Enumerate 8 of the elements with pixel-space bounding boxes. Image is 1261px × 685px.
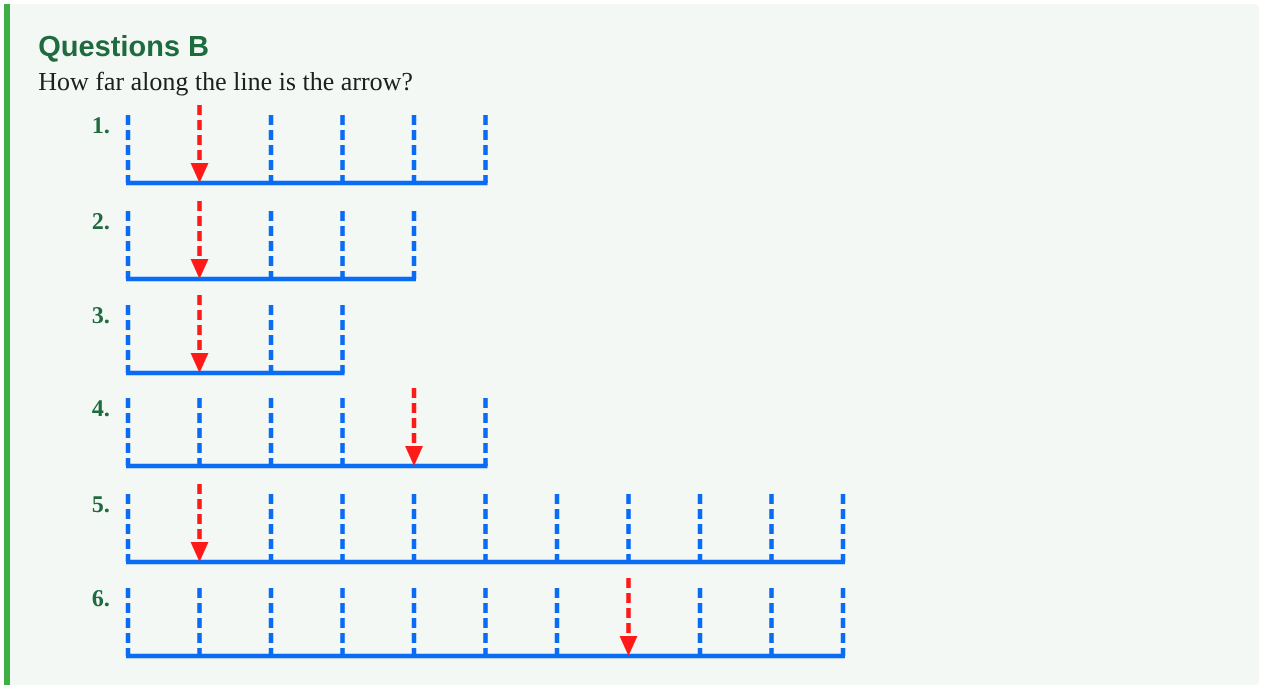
question-number: 1. (93, 117, 109, 134)
heading: Questions B (39, 34, 208, 62)
question-number: 4. (92, 400, 109, 417)
question-number: 5. (92, 496, 109, 513)
question-number: 2. (92, 213, 109, 230)
instruction-text: How far along the line is the arrow? (38, 71, 412, 96)
question-number: 6. (92, 590, 109, 607)
question-number: 3. (92, 307, 109, 324)
